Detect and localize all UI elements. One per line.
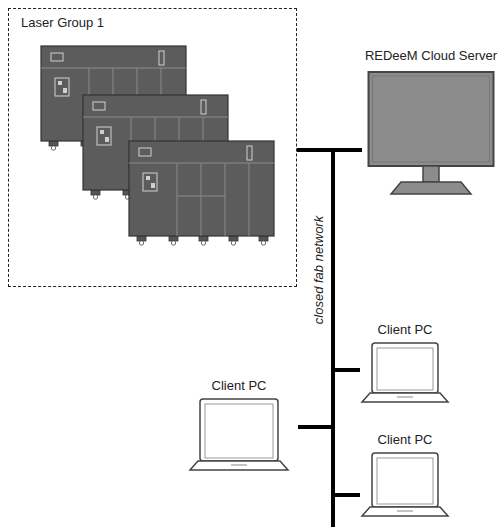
device-label: REDeeM Cloud Server bbox=[362, 48, 500, 63]
client-pc: Client PC bbox=[360, 432, 450, 518]
client-pc: Client PC bbox=[360, 322, 450, 404]
cloud-server: REDeeM Cloud Server bbox=[362, 48, 500, 202]
server-icon bbox=[362, 48, 500, 202]
network-link bbox=[297, 150, 360, 370]
laser-machine bbox=[129, 141, 274, 245]
network-link bbox=[297, 150, 360, 495]
group-icon bbox=[9, 9, 298, 288]
device-label: Client PC bbox=[180, 378, 298, 393]
device-label: Client PC bbox=[360, 432, 450, 447]
device-label: Client PC bbox=[360, 322, 450, 337]
client-pc: Client PC bbox=[180, 378, 298, 472]
laser-group-box: Laser Group 1 bbox=[8, 8, 297, 287]
network-label: closed fab network bbox=[311, 214, 326, 326]
group-title: Laser Group 1 bbox=[9, 9, 296, 30]
network-link bbox=[297, 150, 333, 427]
